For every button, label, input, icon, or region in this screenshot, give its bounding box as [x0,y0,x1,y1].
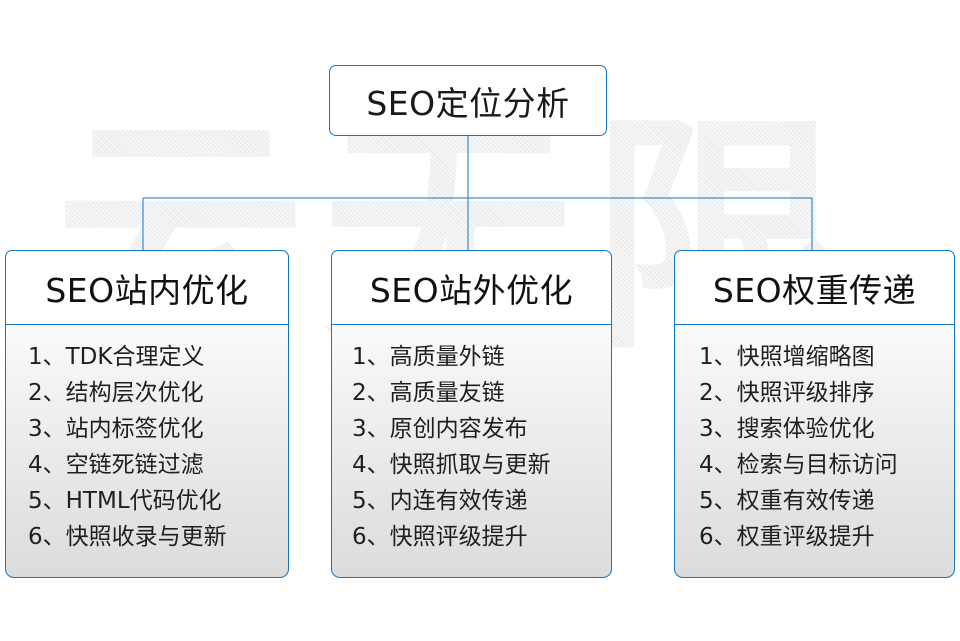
branch-header-label-2: SEO站外优化 [369,270,574,310]
list-item: 1、快照增缩略图 [699,344,875,370]
list-item: 2、快照评级排序 [699,380,875,406]
branch-list-1: 1、TDK合理定义 2、结构层次优化 3、站内标签优化 4、空链死链过滤 5、H… [6,339,288,555]
list-item: 6、快照收录与更新 [28,524,227,550]
branch-header-label-1: SEO站内优化 [45,270,249,310]
branch-list-2: 1、高质量外链 2、高质量友链 3、原创内容发布 4、快照抓取与更新 5、内连有… [332,339,611,555]
branch-header-1[interactable]: SEO站内优化 [5,250,289,325]
branch-body-2: 1、高质量外链 2、高质量友链 3、原创内容发布 4、快照抓取与更新 5、内连有… [331,325,612,578]
list-item: 4、快照抓取与更新 [352,452,551,478]
branch-list-3: 1、快照增缩略图 2、快照评级排序 3、搜索体验优化 4、检索与目标访问 5、权… [675,339,954,555]
branch-card-seo-weight[interactable]: SEO权重传递 1、快照增缩略图 2、快照评级排序 3、搜索体验优化 4、检索与… [674,250,955,578]
branch-header-label-3: SEO权重传递 [712,270,917,310]
list-item: 1、TDK合理定义 [28,344,205,370]
list-item: 4、空链死链过滤 [28,452,204,478]
list-item: 5、HTML代码优化 [28,488,222,514]
branch-body-3: 1、快照增缩略图 2、快照评级排序 3、搜索体验优化 4、检索与目标访问 5、权… [674,325,955,578]
list-item: 3、原创内容发布 [352,416,528,442]
branch-body-1: 1、TDK合理定义 2、结构层次优化 3、站内标签优化 4、空链死链过滤 5、H… [5,325,289,578]
list-item: 5、内连有效传递 [352,488,528,514]
branch-card-seo-onsite[interactable]: SEO站内优化 1、TDK合理定义 2、结构层次优化 3、站内标签优化 4、空链… [5,250,289,578]
root-node-label: SEO定位分析 [366,83,570,123]
list-item: 5、权重有效传递 [699,488,875,514]
list-item: 3、搜索体验优化 [699,416,875,442]
list-item: 2、结构层次优化 [28,380,204,406]
root-node[interactable]: SEO定位分析 [329,65,607,136]
branch-card-seo-offsite[interactable]: SEO站外优化 1、高质量外链 2、高质量友链 3、原创内容发布 4、快照抓取与… [331,250,612,578]
list-item: 4、检索与目标访问 [699,452,898,478]
list-item: 2、高质量友链 [352,380,505,406]
branch-header-3[interactable]: SEO权重传递 [674,250,955,325]
list-item: 6、权重评级提升 [699,524,875,550]
list-item: 3、站内标签优化 [28,416,204,442]
list-item: 6、快照评级提升 [352,524,528,550]
list-item: 1、高质量外链 [352,344,505,370]
branch-header-2[interactable]: SEO站外优化 [331,250,612,325]
